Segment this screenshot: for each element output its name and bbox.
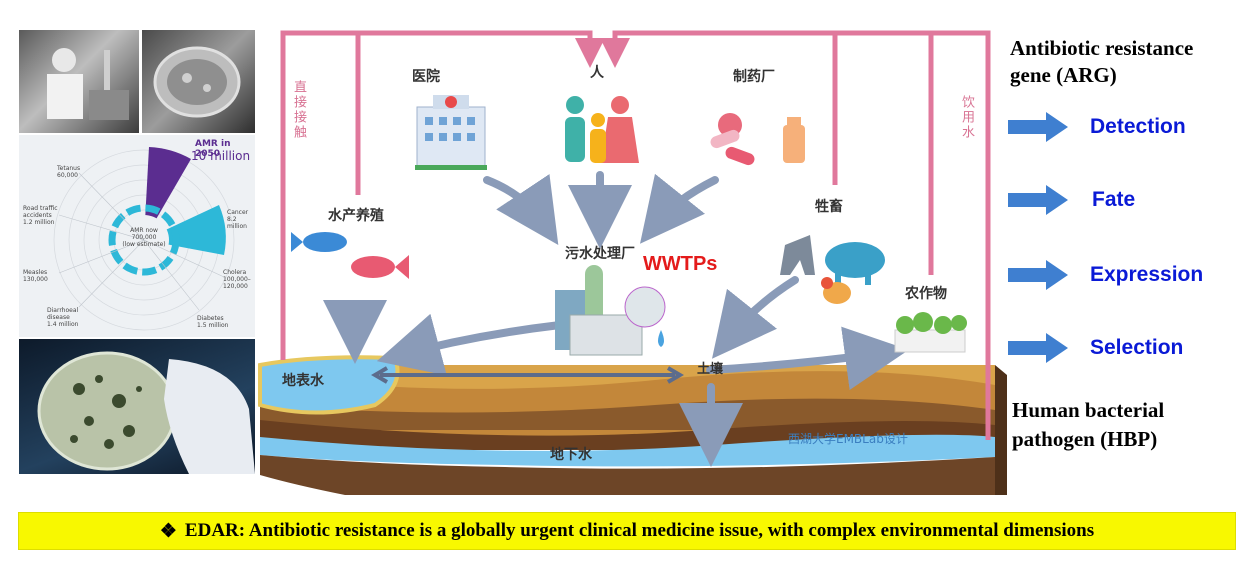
expression-label: Expression xyxy=(1090,263,1204,286)
selection-row: Selection xyxy=(1006,331,1183,365)
selection-label: Selection xyxy=(1090,336,1184,359)
crops-icon xyxy=(894,312,967,353)
wwtp-en-label: WWTPs xyxy=(643,253,718,275)
culture-plate-icon xyxy=(37,351,255,474)
livestock-label: 牲畜 xyxy=(815,199,843,215)
soil-surface-double-arrow xyxy=(371,366,684,384)
petri-dish-icon xyxy=(153,46,241,118)
fate-row: Fate xyxy=(1006,183,1135,217)
fish-icon xyxy=(291,232,409,279)
soil-label: 土壤 xyxy=(697,362,724,377)
credit-label: 西湖大学EMBLab设计 xyxy=(788,432,908,446)
aquaculture-label: 水产养殖 xyxy=(328,208,384,224)
hbp-title: Human bacterial pathogen (HBP) xyxy=(1012,398,1165,451)
scientist-figure-icon xyxy=(47,48,129,120)
amr-2050-sector xyxy=(144,147,191,240)
surface-water-pool xyxy=(258,355,400,415)
scientist-photo xyxy=(19,30,139,133)
wwtp-plant-icon xyxy=(555,265,666,356)
right-arrow-icon xyxy=(1008,185,1068,215)
arg-title: Antibiotic resistance gene (ARG) xyxy=(1010,36,1194,87)
hospital-icon xyxy=(415,95,487,170)
family-icon xyxy=(565,96,639,163)
direct-contact-label: 直接接触 xyxy=(291,80,306,140)
amr-deaths-chart: AMR in 2050 10 million AMR now 700,000 (… xyxy=(19,135,255,337)
right-arrow-icon xyxy=(1008,260,1068,290)
environmental-diagram xyxy=(258,30,1007,495)
groundwater-label: 地下水 xyxy=(550,447,592,463)
right-arrow-icon xyxy=(1008,112,1068,142)
human-label: 人 xyxy=(590,65,604,81)
edar-banner: ❖ EDAR: Antibiotic resistance is a globa… xyxy=(18,512,1236,550)
detection-label: Detection xyxy=(1090,115,1186,138)
surface-water-label: 地表水 xyxy=(282,373,324,389)
wwtp-cn-label: 污水处理厂 xyxy=(565,246,635,262)
glove-hand xyxy=(164,359,255,474)
right-arrow-icon xyxy=(1008,333,1068,363)
exposure-routes xyxy=(280,30,991,440)
amr-now-label: AMR now 700,000 (low estimate) xyxy=(122,227,166,248)
livestock-icon xyxy=(780,235,885,304)
ground-block xyxy=(258,355,1007,495)
pharma-label: 制药厂 xyxy=(733,69,775,85)
drinking-water-label: 饮用水 xyxy=(959,95,974,140)
diamond-icon: ❖ xyxy=(159,520,177,542)
detection-row: Detection xyxy=(1006,110,1186,144)
amr-2050-value: 10 million xyxy=(191,149,251,163)
expression-row: Expression xyxy=(1006,258,1203,292)
hospital-label: 医院 xyxy=(412,69,440,85)
amr-2050-label: AMR in 2050 xyxy=(195,139,231,159)
petri-dish-photo xyxy=(142,30,255,133)
flow-arrows xyxy=(323,171,909,467)
fate-label: Fate xyxy=(1092,188,1136,211)
groundwater-layer xyxy=(260,434,995,467)
bacteria-culture-photo xyxy=(19,339,255,474)
crops-label: 农作物 xyxy=(905,286,947,302)
amr-radial-graphic xyxy=(53,147,235,331)
pills-icon xyxy=(710,113,805,166)
banner-text: EDAR: Antibiotic resistance is a globall… xyxy=(184,520,1095,541)
